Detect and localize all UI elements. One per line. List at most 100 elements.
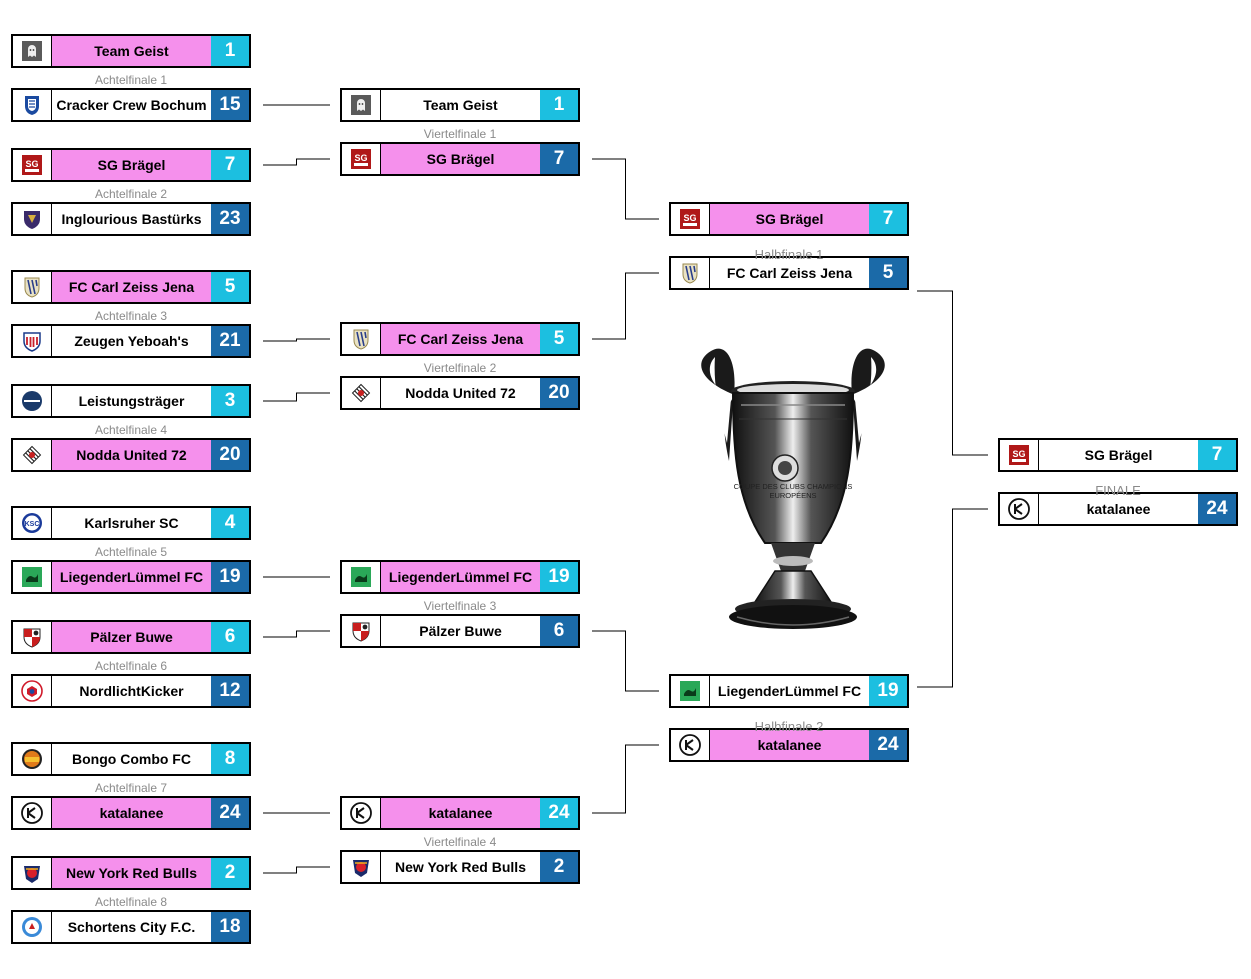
team-score: 19 bbox=[540, 562, 578, 592]
team-name: Team Geist bbox=[52, 36, 211, 66]
match-label: Viertelfinale 2 bbox=[423, 361, 497, 375]
team-name: Nodda United 72 bbox=[405, 385, 516, 401]
team-name: Leistungsträger bbox=[78, 393, 185, 409]
team-score: 2 bbox=[540, 852, 578, 882]
team-name: Karlsruher SC bbox=[84, 515, 179, 531]
nodda-logo bbox=[13, 440, 52, 470]
sg-bragel-logo: SG bbox=[1000, 440, 1039, 470]
match-label: Achtelfinale 2 bbox=[94, 187, 168, 201]
team-name: FC Carl Zeiss Jena bbox=[381, 324, 540, 354]
team-name: FC Carl Zeiss Jena bbox=[726, 265, 853, 281]
team-name: Pälzer Buwe bbox=[419, 623, 502, 639]
svg-text:SG: SG bbox=[354, 153, 367, 163]
team-score: 8 bbox=[211, 744, 249, 774]
team-name: FC Carl Zeiss Jena bbox=[52, 272, 211, 302]
match-label: Achtelfinale 3 bbox=[94, 309, 168, 323]
team-row-r16-8-bottom: Schortens City F.C. 18 bbox=[11, 910, 251, 944]
bracket-connector bbox=[917, 508, 988, 688]
team-score: 6 bbox=[211, 622, 249, 652]
champions-trophy-icon: COUPE DES CLUBS CHAMPIONS EUROPÉENS bbox=[701, 348, 885, 629]
team-name: NordlichtKicker bbox=[79, 683, 184, 699]
match-label: Achtelfinale 8 bbox=[94, 895, 168, 909]
team-name: SG Brägel bbox=[1084, 447, 1153, 463]
team-row-qf-4-bottom: New York Red Bulls 2 bbox=[340, 850, 580, 884]
redbulls-logo bbox=[342, 852, 381, 882]
match-label: Achtelfinale 5 bbox=[94, 545, 168, 559]
match-label: Halbfinale 2 bbox=[754, 719, 824, 734]
team-score: 19 bbox=[211, 562, 249, 592]
ghost-logo bbox=[13, 36, 52, 66]
match-label: Viertelfinale 1 bbox=[423, 127, 497, 141]
redbulls-logo bbox=[13, 858, 52, 888]
team-name: katalanee bbox=[710, 730, 869, 760]
svg-text:SG: SG bbox=[1012, 449, 1025, 459]
bracket-connector bbox=[592, 630, 659, 692]
team-row-sf-1-bottom: FC Carl Zeiss Jena 5 bbox=[669, 256, 909, 290]
team-row-r16-5-top: KSC Karlsruher SC 4 bbox=[11, 506, 251, 540]
paelzer-logo bbox=[342, 616, 381, 646]
match-label: Achtelfinale 1 bbox=[94, 73, 168, 87]
team-score: 24 bbox=[211, 798, 249, 828]
katalanee-logo bbox=[342, 798, 381, 828]
bracket-connector bbox=[263, 158, 330, 166]
ghost-logo bbox=[342, 90, 381, 120]
team-name: New York Red Bulls bbox=[395, 859, 526, 875]
bracket-connector bbox=[263, 392, 330, 402]
svg-text:KSC: KSC bbox=[25, 521, 40, 528]
sg-bragel-logo: SG bbox=[671, 204, 710, 234]
match-label: Achtelfinale 4 bbox=[94, 423, 168, 437]
team-name: New York Red Bulls bbox=[52, 858, 211, 888]
match-label: FINALE bbox=[1095, 483, 1141, 498]
team-name: LiegenderLümmel FC bbox=[52, 562, 211, 592]
bracket-connector bbox=[592, 744, 659, 814]
luemmel-logo bbox=[13, 562, 52, 592]
bracket-connector bbox=[263, 866, 330, 874]
team-score: 12 bbox=[211, 676, 249, 706]
bracket-connector bbox=[917, 290, 988, 456]
team-score: 5 bbox=[869, 258, 907, 288]
svg-text:SG: SG bbox=[683, 213, 696, 223]
nodda-logo bbox=[342, 378, 381, 408]
team-name: Schortens City F.C. bbox=[67, 919, 196, 935]
team-score: 18 bbox=[211, 912, 249, 942]
svg-text:EUROPÉENS: EUROPÉENS bbox=[769, 491, 816, 500]
katalanee-logo bbox=[671, 730, 710, 760]
jena-logo bbox=[671, 258, 710, 288]
team-score: 23 bbox=[211, 204, 249, 234]
team-row-qf-2-bottom: Nodda United 72 20 bbox=[340, 376, 580, 410]
team-score: 2 bbox=[211, 858, 249, 888]
team-score: 24 bbox=[540, 798, 578, 828]
team-score: 20 bbox=[540, 378, 578, 408]
svg-text:COUPE DES CLUBS CHAMPIONS: COUPE DES CLUBS CHAMPIONS bbox=[734, 482, 853, 491]
team-name: Team Geist bbox=[423, 97, 498, 113]
sg-bragel-logo: SG bbox=[342, 144, 381, 174]
team-name: SG Brägel bbox=[52, 150, 211, 180]
team-row-r16-6-bottom: NordlichtKicker 12 bbox=[11, 674, 251, 708]
team-score: 4 bbox=[211, 508, 249, 538]
team-score: 19 bbox=[869, 676, 907, 706]
katalanee-logo bbox=[13, 798, 52, 828]
bongo-logo bbox=[13, 744, 52, 774]
schortens-logo bbox=[13, 912, 52, 942]
bochum-logo bbox=[13, 90, 52, 120]
match-label: Achtelfinale 7 bbox=[94, 781, 168, 795]
